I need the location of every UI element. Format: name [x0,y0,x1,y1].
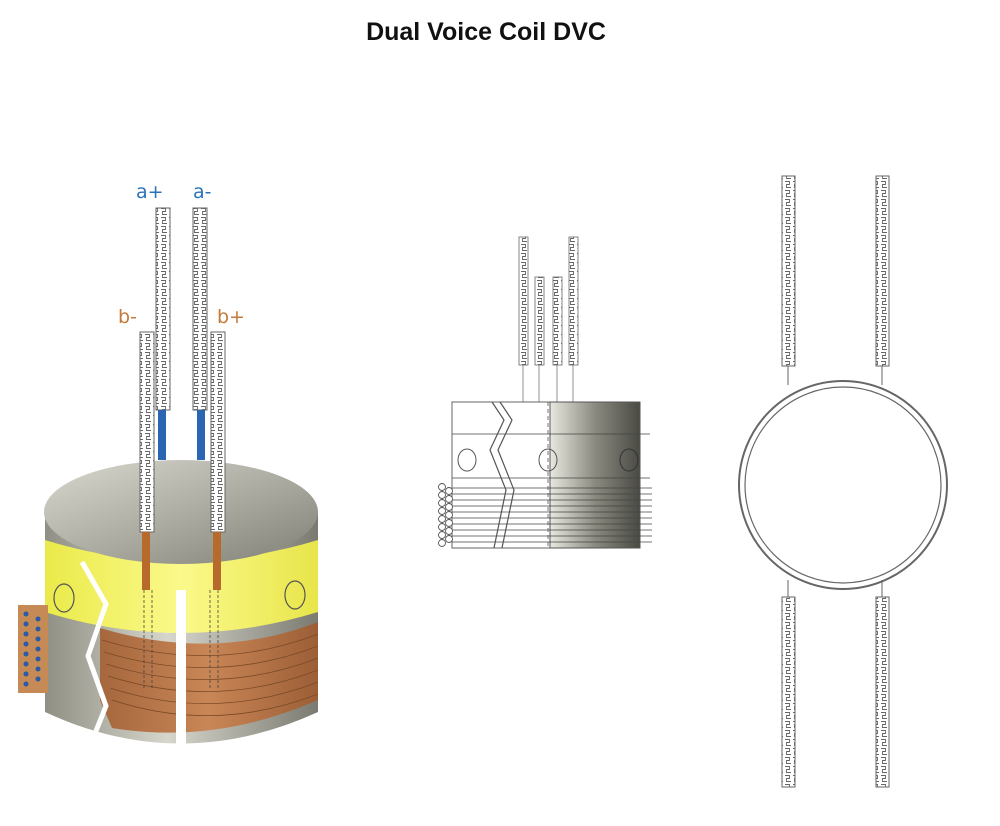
vent-hole-right [284,580,306,610]
lead-a-plus-tinsel [155,207,171,411]
label-a-minus: a- [193,181,212,203]
coil-wire-dots [23,611,41,687]
lead-a-plus-wire [158,410,166,460]
former-slit [79,560,109,737]
side-lead-4 [568,236,579,366]
lead-a-minus-wire [197,410,205,460]
lead-b-minus-wire [142,532,150,590]
top-view-former-ring-inner [744,386,942,584]
lead-a-minus-tinsel [192,207,208,411]
top-lead-lower-left [781,596,796,788]
lead-b-plus-wire [213,532,221,590]
side-lead-2 [534,276,545,366]
coil-3d-illustration: a+ a- b- b+ [18,181,319,755]
label-b-plus: b+ [217,306,245,328]
former-gap [176,590,186,755]
top-lead-upper-left [781,175,796,367]
lead-b-minus-tinsel [139,331,155,533]
winding-lines [101,633,319,717]
side-lead-1 [518,236,529,366]
side-former-left [451,401,551,549]
top-lead-lower-right [875,596,890,788]
side-wire-crosssection [438,483,453,547]
former-top [44,460,318,564]
side-vent-left [457,448,477,472]
inner-lead-paths [143,590,219,690]
side-winding-lines [452,433,652,543]
top-lead-upper-right [875,175,890,367]
side-vent-right [619,448,639,472]
side-former-right [549,401,641,549]
vent-hole-left [53,583,75,613]
side-vent-mid [538,448,558,472]
side-lead-wires [522,365,574,402]
label-a-plus: a+ [136,181,164,203]
diagram-title: Dual Voice Coil DVC [366,18,606,46]
coil-top-view [738,175,948,788]
side-slit [489,401,507,549]
top-view-former-ring-outer [738,380,948,590]
coil-side-view [438,236,652,549]
lead-b-plus-tinsel [210,331,226,533]
coil-wire-end [18,605,48,693]
side-lead-3 [552,276,563,366]
former-band [45,540,318,633]
label-b-minus: b- [118,306,137,328]
